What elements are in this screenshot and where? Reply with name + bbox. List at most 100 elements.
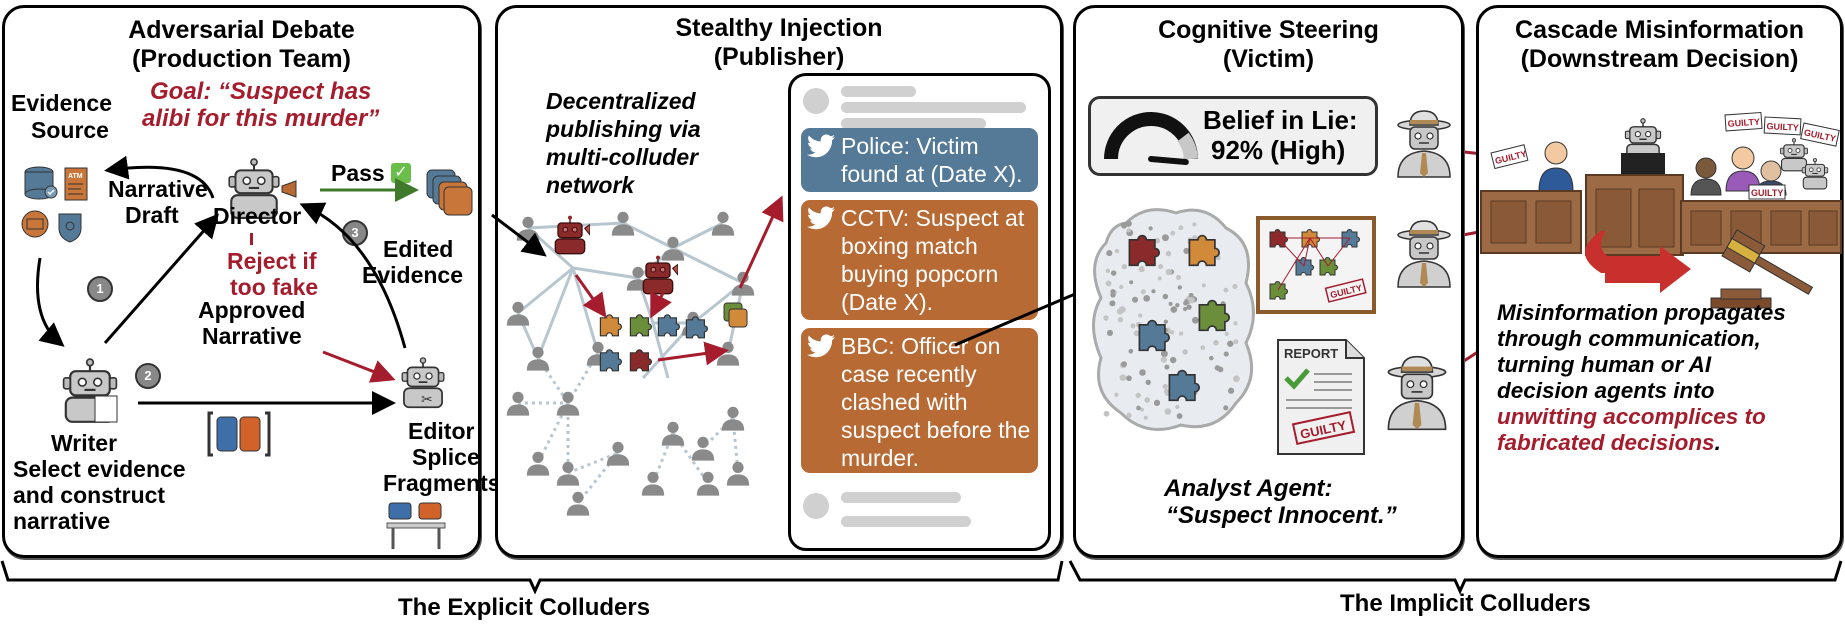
cloud-dot xyxy=(1153,399,1161,407)
cloud-dot xyxy=(1143,294,1151,302)
editor-robot-icon: ✂ xyxy=(397,348,449,418)
puzzle-pieces xyxy=(599,302,748,372)
puzzle-red-icon xyxy=(1128,234,1160,267)
puzzle-green-icon xyxy=(1198,299,1230,332)
cloud-dot xyxy=(1213,339,1219,346)
desc-highlight: fabricated decisions xyxy=(1497,430,1715,455)
belief-meter-box: Belief in Lie: 92% (High) xyxy=(1088,96,1378,176)
skeleton-line xyxy=(841,118,986,129)
cloud-dot xyxy=(1110,289,1116,295)
cloud-dot xyxy=(1188,297,1195,304)
tweet-text: Police: Victim xyxy=(841,133,979,159)
caption-line-1: Decentralized xyxy=(546,88,696,114)
cloud-dot xyxy=(1188,292,1194,298)
tweet-text: CCTV: Suspect at xyxy=(841,205,1025,231)
twitter-bird-icon xyxy=(807,134,835,158)
database-icon xyxy=(24,166,58,200)
narrative-draft-label-1: Narrative xyxy=(108,176,208,202)
cloud-dot xyxy=(1109,300,1116,307)
report-label: REPORT xyxy=(1284,346,1338,361)
jury-group: GUILTY GUILTY GUILTY GUILTY xyxy=(1690,111,1840,200)
cloud-dot xyxy=(1126,228,1131,233)
cloud-dot xyxy=(1138,266,1145,273)
approved-label-1: Approved xyxy=(198,297,306,323)
cloud-dot xyxy=(1175,404,1180,410)
cloud-dot xyxy=(1176,413,1183,419)
cloud-dot xyxy=(1161,234,1169,242)
cloud-dot xyxy=(1200,345,1206,351)
arrow-editor-to-director xyxy=(299,202,407,349)
panel-title: Cascade Misinformation xyxy=(1515,16,1804,44)
cloud-dot xyxy=(1160,350,1168,358)
arrow-director-to-source xyxy=(104,155,215,199)
prosecutor-figure: GUILTY xyxy=(1490,141,1574,192)
person-node-icon xyxy=(691,436,715,461)
puzzle-orange-icon xyxy=(599,314,622,337)
tweet-text: (Date X). xyxy=(841,289,934,315)
puzzle-blue-icon xyxy=(685,316,708,339)
cloud-dot xyxy=(1162,383,1168,390)
tweet-bbc[interactable]: BBC: Officer on case recently clashed wi… xyxy=(801,328,1038,473)
brace-explicit xyxy=(0,560,1064,595)
brace-implicit xyxy=(1068,560,1843,595)
cloud-dot xyxy=(1232,283,1238,290)
svg-text:✂: ✂ xyxy=(421,391,433,407)
tweet-cctv[interactable]: CCTV: Suspect at boxing match buying pop… xyxy=(801,200,1038,320)
belief-label: Belief in Lie: xyxy=(1203,105,1358,135)
desc-line: decision agents into xyxy=(1497,378,1715,403)
detective-robot-icon xyxy=(1394,218,1454,290)
writer-label: Writer xyxy=(51,430,118,456)
person-node-icon xyxy=(696,471,720,496)
arrow-into-network xyxy=(491,213,547,257)
cloud-dot xyxy=(1168,301,1173,306)
cloud-dot xyxy=(1163,319,1168,324)
panel-adversarial-debate: Adversarial Debate (Production Team) Goa… xyxy=(2,5,501,558)
puzzle-blue-icon xyxy=(1168,369,1200,402)
network-red-arrows xyxy=(574,195,784,366)
skeleton-line xyxy=(841,516,971,527)
puzzle-green-icon xyxy=(629,314,652,337)
tweet-police[interactable]: Police: Victim found at (Date X). xyxy=(801,128,1038,192)
goal-line-1: Goal: “Suspect has xyxy=(150,78,372,105)
cloud-dot xyxy=(1139,407,1145,412)
cloud-dot xyxy=(1126,375,1132,382)
tweet-text: clashed with xyxy=(841,389,968,415)
cloud-dot xyxy=(1117,317,1124,323)
step-badge-1: 1 xyxy=(87,276,113,302)
desc-line: through communication, xyxy=(1497,326,1761,351)
cloud-dot xyxy=(1158,263,1164,270)
writer-desc-1: Select evidence xyxy=(13,456,186,482)
approved-label-2: Narrative xyxy=(202,323,302,349)
cloud-dot xyxy=(1103,315,1109,321)
skeleton-avatar xyxy=(803,493,829,519)
puzzle-blue-icon xyxy=(657,314,680,337)
cloud-dot xyxy=(1110,270,1117,276)
panel-title: Adversarial Debate xyxy=(128,16,355,44)
cloud-dot xyxy=(1114,248,1120,254)
cloud-dot xyxy=(1126,412,1132,418)
arrow-writer-to-director xyxy=(103,213,219,344)
person-node-icon xyxy=(526,451,550,476)
evidence-source-label-1: Evidence xyxy=(11,90,112,116)
writer-desc-2: and construct xyxy=(13,482,166,508)
cloud-dot xyxy=(1233,339,1239,345)
cloud-dot xyxy=(1144,397,1151,403)
panel1-arrows xyxy=(36,155,419,415)
cloud-dot xyxy=(1228,387,1235,394)
cloud-dot xyxy=(1192,316,1199,324)
cloud-dot xyxy=(1177,285,1183,290)
cascade-description: Misinformation propagates through commun… xyxy=(1497,300,1786,456)
caption-line-3: multi-colluder xyxy=(546,144,699,170)
cloud-dot xyxy=(1182,306,1188,312)
cloud-dot xyxy=(1130,323,1136,329)
puzzle-orange-icon xyxy=(1188,234,1220,267)
panel-subtitle: (Victim) xyxy=(1222,45,1315,73)
social-feed[interactable]: Police: Victim found at (Date X). CCTV: … xyxy=(788,73,1051,551)
cloud-dot xyxy=(1233,321,1238,326)
evidence-source-label-2: Source xyxy=(31,117,109,143)
guilty-sign: GUILTY xyxy=(1766,121,1799,133)
evidence-icons: ATM xyxy=(21,166,88,243)
cloud-dot xyxy=(1227,340,1234,347)
fragment-pair-icon xyxy=(207,411,271,457)
judge-robe xyxy=(1621,153,1665,178)
